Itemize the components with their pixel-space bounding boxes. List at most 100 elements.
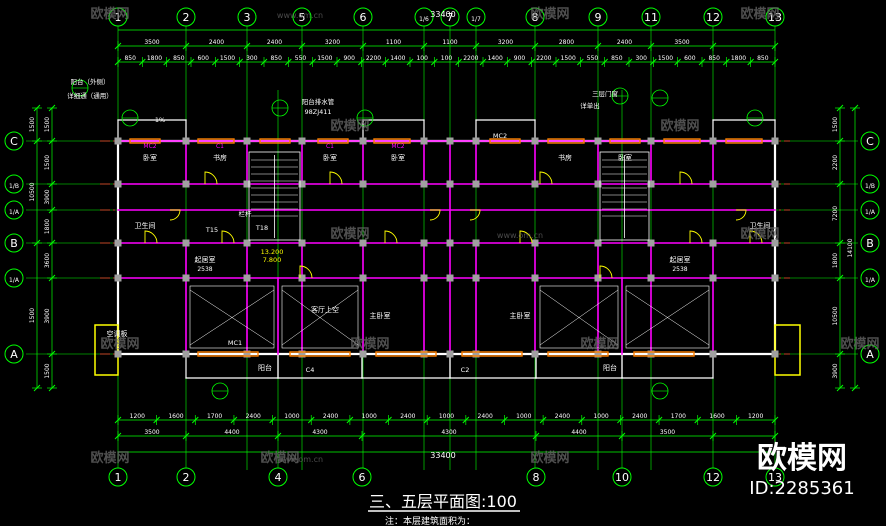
void-outline [189, 285, 275, 349]
bottom-inner-dim-value: 1000 [284, 413, 299, 420]
axis-bubble-top-label: 7 [447, 11, 454, 24]
top-inner-dim-value: 600 [684, 55, 696, 62]
door-swing [599, 265, 613, 279]
callout-text: 详单出 [580, 101, 600, 110]
right-overall-dim-slash [851, 384, 859, 392]
axis-bubble-left [4, 344, 24, 364]
callout-text: 13.200 [261, 248, 284, 256]
watermark-id: ID:2285361 [749, 478, 854, 499]
structural-column [114, 239, 122, 247]
structural-column [594, 137, 602, 145]
bottom-inner-dim-slash [307, 416, 315, 424]
top-inner-dim-value: 300 [635, 55, 647, 62]
left-overall-dim-slash [33, 137, 41, 145]
bottom-inner-dim-value: 1000 [439, 413, 454, 420]
watermarks: 欧模网欧模网欧模网欧模网欧模网欧模网欧模网欧模网欧模网欧模网欧模网欧模网欧模网欧… [90, 6, 879, 466]
void-outline [281, 285, 359, 349]
window-north [259, 138, 291, 144]
axis-bubble-top [588, 7, 608, 27]
right-overall-dim-value: 14100 [847, 238, 854, 257]
room-label: 阳台 [603, 363, 617, 372]
left-overall-dim-value: 10500 [29, 182, 36, 201]
top-inner-dim-value: 900 [343, 55, 355, 62]
bottom-outer-dim-value: 4400 [571, 429, 586, 436]
bottom-outer-dim-value: 4400 [224, 429, 239, 436]
bottom-inner-dim-slash [694, 416, 702, 424]
door-swing [679, 171, 693, 185]
right-dim-slash [836, 104, 844, 112]
room-label: 卧室 [391, 153, 405, 162]
structural-column [472, 350, 480, 358]
axis-bubble-top [237, 7, 257, 27]
axis-bubble-top-label: 1 [115, 11, 122, 24]
top-outer-dim-value: 3500 [674, 39, 689, 46]
structural-column [243, 274, 251, 282]
top-inner-dim-value: 850 [270, 55, 282, 62]
area-note: 注：本层建筑面积为： [385, 515, 475, 526]
ac-platform [774, 324, 801, 376]
left-dim-value: 1500 [44, 155, 51, 170]
top-inner-dim-slash [674, 58, 682, 66]
bottom-inner-dim-slash [771, 416, 779, 424]
axis-bubble-right-label: 1/B [865, 183, 875, 190]
axis-bubble-bottom-label: 10 [615, 471, 629, 484]
top-inner-dim-slash [479, 58, 487, 66]
axis-bubble-top-label: 3 [244, 11, 251, 24]
callout-text: 三层门窗 [592, 89, 618, 98]
axis-bubble-left [4, 174, 24, 194]
right-dim-value: 1800 [832, 253, 839, 268]
stairwell [248, 151, 301, 241]
left-dim-value: 3600 [44, 253, 51, 268]
room-label: 卧室 [143, 153, 157, 162]
top-inner-dim-value: 1800 [147, 55, 162, 62]
right-dim-slash [836, 274, 844, 282]
axis-bubble-top [292, 7, 312, 27]
bottom-outer-dim-value: 3500 [144, 429, 159, 436]
structural-column [359, 274, 367, 282]
window-south [197, 351, 259, 357]
structural-column [446, 180, 454, 188]
structural-column [298, 239, 306, 247]
structural-column [298, 137, 306, 145]
left-dim-slash [48, 384, 56, 392]
window-south [289, 351, 351, 357]
top-inner-dim-slash [309, 58, 317, 66]
callout-text: 详细通（通用） [67, 91, 113, 100]
bottom-inner-dim-value: 1000 [362, 413, 377, 420]
bottom-inner-dim-slash [191, 416, 199, 424]
structural-column [298, 350, 306, 358]
stairwell [599, 151, 650, 241]
top-outer-dim-value: 1100 [442, 39, 457, 46]
top-inner-dim-slash [211, 58, 219, 66]
top-inner-dim-value: 2200 [536, 55, 551, 62]
structural-column [114, 180, 122, 188]
room-label: 书房 [213, 153, 227, 162]
top-inner-dim-value: 550 [295, 55, 307, 62]
top-inner-dim-value: 1500 [561, 55, 576, 62]
room-label: 书房 [558, 153, 572, 162]
top-inner-dim-slash [503, 58, 511, 66]
axis-bubble-bottom-label: 2 [183, 471, 190, 484]
bottom-outer-dim-value: 4300 [441, 429, 456, 436]
watermark-url: www.om.cn [277, 11, 323, 20]
opening-tag: MC2 [143, 143, 156, 150]
bottom-inner-dim-value: 2400 [632, 413, 647, 420]
structural-column [182, 180, 190, 188]
structural-column [420, 239, 428, 247]
top-inner-dim-slash [722, 58, 730, 66]
top-inner-dim-slash [747, 58, 755, 66]
structural-column [531, 180, 539, 188]
watermark-brand: 欧模网 [530, 450, 569, 466]
axis-bubble-bottom [108, 467, 128, 487]
structural-column [594, 274, 602, 282]
top-inner-dim-value: 1500 [317, 55, 332, 62]
top-inner-dim-slash [236, 58, 244, 66]
bottom-outer-dim-slash [182, 432, 190, 440]
structural-column [472, 137, 480, 145]
top-outer-dim-slash [420, 42, 428, 50]
structural-column [359, 137, 367, 145]
bottom-inner-dim-slash [462, 416, 470, 424]
structural-column [647, 239, 655, 247]
axis-bubble-bottom [268, 467, 288, 487]
